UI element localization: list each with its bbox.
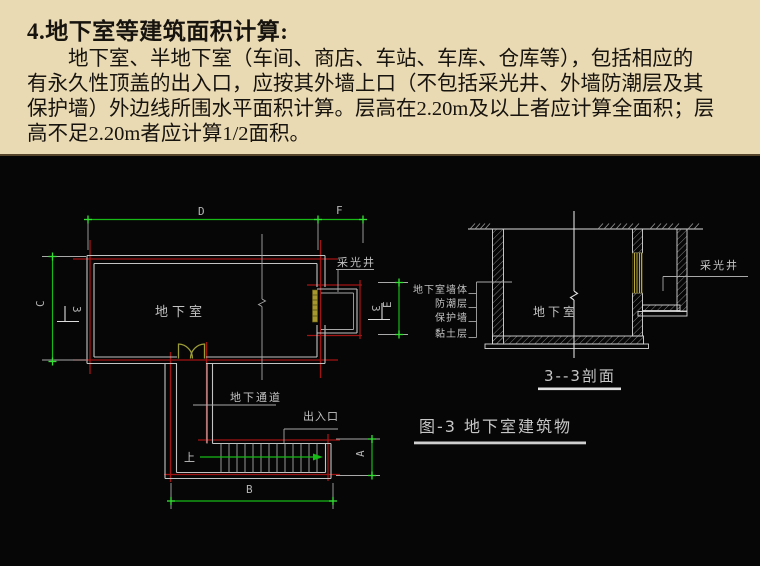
dim-label-E: E — [381, 301, 394, 308]
section-mark-left: 3 — [57, 306, 83, 323]
dim-label-F: F — [336, 204, 343, 217]
wall-layer-callouts: 地下室墙体 防潮层 保护墙 黏土层 — [413, 281, 512, 340]
figure-caption: 图-3 地下室建筑物 — [419, 417, 572, 436]
plan-lightwell-label: 采光井 — [337, 255, 376, 269]
lightwell-outer-wall — [676, 228, 688, 312]
dimension-lightwell: E — [378, 278, 408, 339]
plan-light-well — [312, 288, 358, 334]
section-lightwell-callout: 采光井 — [662, 258, 748, 291]
stair-treads — [220, 443, 318, 473]
section-title: 3--3剖面 — [544, 367, 616, 385]
section-mark-number: 3 — [369, 305, 382, 312]
lightwell-floor — [642, 304, 681, 311]
section-lightwell-window — [632, 252, 643, 294]
plan-passage-callout: 地下通道 — [193, 390, 282, 406]
section-drawing: 地下室墙体 防潮层 保护墙 黏土层 地下室 采光井 3--3 — [413, 211, 748, 391]
figure-caption-block: 图-3 地下室建筑物 — [414, 417, 586, 445]
plan-room-label: 地下室 — [155, 304, 206, 320]
section-mark-number: 3 — [70, 306, 83, 313]
section-mark-right: 3 — [368, 303, 390, 321]
cad-drawing-canvas: 3 3 D F — [0, 156, 760, 566]
section-bottom-slab — [492, 335, 644, 345]
cad-figure: 3 3 D F — [34, 204, 748, 509]
plan-break-line — [257, 234, 267, 380]
ground-line — [468, 223, 703, 230]
section-lightwell-label: 采光井 — [700, 258, 739, 272]
dimension-left: C — [34, 252, 86, 366]
section-base-plate — [484, 343, 649, 349]
wall-layer-label: 保护墙 — [435, 311, 468, 324]
body-line: 有永久性顶盖的出入口，应按其外墙上口（不包括采光井、外墙防潮层及其 — [27, 73, 704, 95]
section-left-wall — [492, 228, 504, 345]
stair-up-arrow — [200, 453, 323, 461]
plan-double-door-symbol — [177, 343, 206, 359]
dim-label-C: C — [34, 300, 47, 307]
plan-up-label: 上 — [184, 451, 195, 464]
slide-body-paragraph: 地下室、半地下室（车间、商店、车站、车库、仓库等），包括相应的 有永久性顶盖的出… — [27, 47, 747, 147]
section-right-wall-lower — [632, 292, 643, 337]
lightwell-floor-plate — [637, 311, 688, 317]
body-line: 地下室、半地下室（车间、商店、车站、车库、仓库等），包括相应的 — [68, 48, 694, 70]
section-walls — [484, 228, 688, 349]
plan-lightwell-callout: 采光井 — [336, 255, 376, 292]
dim-label-D: D — [198, 205, 205, 218]
ground-hatch — [469, 223, 700, 230]
dim-label-B: B — [246, 483, 253, 496]
figure-caption-underline — [414, 441, 586, 445]
section-title-block: 3--3剖面 — [538, 367, 621, 391]
wall-layer-label: 黏土层 — [435, 327, 468, 340]
plan-basement-walls — [86, 254, 326, 365]
body-line: 高不足2.20m者应计算1/2面积。 — [27, 123, 311, 145]
section-title-underline — [538, 387, 621, 391]
section-right-wall-upper — [632, 228, 643, 254]
slide-header-band: 4.地下室等建筑面积计算: 地下室、半地下室（车间、商店、车站、车库、仓库等），… — [0, 0, 760, 156]
dim-label-A: A — [354, 450, 367, 457]
dimension-stairs-height: A — [336, 435, 380, 480]
plan-red-axis-lines — [73, 240, 362, 482]
wall-layer-label: 防潮层 — [435, 297, 468, 310]
dimension-top: D F — [84, 204, 367, 250]
plan-corridor-and-stairs — [164, 363, 332, 480]
basement-plan-drawing: 3 3 D F — [34, 204, 408, 509]
wall-layer-label: 地下室墙体 — [413, 283, 468, 296]
plan-exit-callout: 出入口 — [283, 409, 339, 443]
slide-title: 4.地下室等建筑面积计算: — [27, 19, 289, 44]
plan-lightwell-window — [312, 289, 318, 323]
dimension-stairs-width: B — [167, 483, 337, 509]
section-room-label: 地下室 — [533, 304, 578, 319]
section-break-line — [569, 211, 579, 358]
body-line: 保护墙）外边线所围水平面积计算。层高在2.20m及以上者应计算全面积；层 — [27, 98, 715, 120]
plan-passage-label: 地下通道 — [230, 390, 282, 404]
plan-exit-label: 出入口 — [303, 409, 339, 423]
